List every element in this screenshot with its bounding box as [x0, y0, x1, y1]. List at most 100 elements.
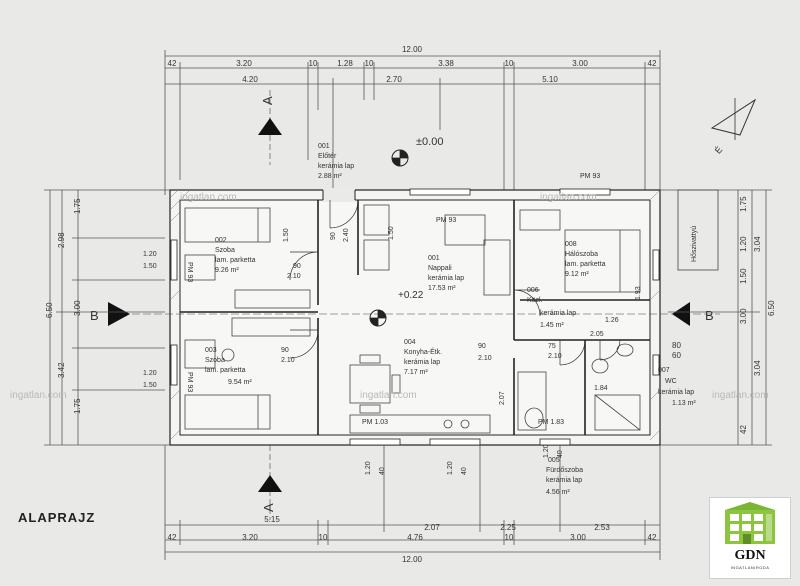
- room-floor: kerámia lap: [428, 275, 464, 282]
- door-dim: 90: [478, 343, 486, 350]
- windows: [170, 188, 660, 446]
- right-dim: 80: [672, 341, 681, 350]
- north-arrow: É: [710, 98, 757, 156]
- company-logo: GDN INGATLANIRODA: [709, 497, 791, 579]
- heat-pump: Hőszivattyú: [677, 189, 719, 271]
- top-dim: 5.10: [542, 75, 558, 84]
- heat-pump-label: Hőszivattyú: [691, 226, 698, 262]
- left-dim: 1.75: [73, 198, 82, 214]
- watermarks: ingatlan.com ingatlan.com ingatlan.com i…: [10, 192, 769, 401]
- room-area: 2.88 m²: [318, 173, 342, 180]
- watermark-text: ingatlan.com: [540, 192, 597, 203]
- door-dim: 75: [548, 343, 556, 350]
- room-001-nappali: 001 Nappali kerámia lap 17.53 m²: [428, 255, 464, 292]
- pm-label: PM 93: [186, 372, 193, 392]
- room-floor: lam. parketta: [205, 367, 246, 374]
- watermark-text: ingatlan.com: [10, 390, 67, 401]
- pm-label: PM 93: [436, 217, 456, 224]
- inner-dim: 1.93: [635, 286, 642, 300]
- door-dim: 2.10: [287, 273, 301, 280]
- door-dim: 2.10: [478, 355, 492, 362]
- furniture: [184, 204, 641, 434]
- room-number: 005: [548, 457, 560, 464]
- window-dim: 40: [461, 467, 468, 475]
- room-name: Hálószoba: [565, 251, 598, 258]
- section-b-right-label: B: [705, 308, 714, 323]
- right-dim: 3.00: [739, 308, 748, 324]
- room-floor: lam. parketta: [215, 257, 256, 264]
- house-logo-icon: [725, 502, 775, 544]
- window-dim: 1.20: [143, 370, 157, 377]
- bottom-dim: 10: [319, 533, 328, 542]
- interior-walls: [180, 200, 650, 435]
- left-dim: 3.42: [57, 362, 66, 378]
- bottom-dim: 42: [648, 533, 657, 542]
- outer-walls: [169, 188, 661, 446]
- room-name: Közl.: [527, 297, 543, 304]
- inner-dim: 1.50: [388, 226, 395, 240]
- right-dim: 1.50: [739, 268, 748, 284]
- window-dim: 1.20: [365, 461, 372, 475]
- room-floor: kerámia lap: [318, 163, 354, 170]
- watermark-text: ingatlan.com: [180, 192, 237, 203]
- room-floor: kerámia lap: [658, 389, 694, 396]
- top-dim: 10: [505, 59, 514, 68]
- section-arrow-icon: [108, 302, 130, 326]
- room-floor: kerámia lap: [546, 477, 582, 484]
- left-dimension-lines: [44, 189, 170, 446]
- section-b-line: B B: [90, 302, 720, 326]
- section-arrow-icon: [672, 302, 690, 326]
- watermark-text: ingatlan.com: [712, 390, 769, 401]
- room-name: WC: [665, 378, 677, 385]
- room-area: 4.56 m²: [546, 489, 570, 496]
- door-dim: 2.10: [281, 357, 295, 364]
- top-total-dim: 12.00: [402, 45, 423, 54]
- window-dim: 40: [379, 467, 386, 475]
- top-dim: 10: [309, 59, 318, 68]
- inner-dim: 2.05: [590, 331, 604, 338]
- room-number: 004: [404, 339, 416, 346]
- room-number: 006: [527, 287, 539, 294]
- bottom-dimension-texts: 5.15 2.07 2.25 2.53 42 3.20 10 4.76 10 3…: [168, 515, 657, 564]
- room-number: 007: [658, 367, 670, 374]
- room-area: 9.54 m²: [228, 379, 252, 386]
- room-floor: kerámia lap: [404, 359, 440, 366]
- room-number: 002: [215, 237, 227, 244]
- room-area: 7.17 m²: [404, 369, 428, 376]
- top-dim: 42: [168, 59, 177, 68]
- room-floor: lam. parketta: [565, 261, 606, 268]
- left-dim: 1.75: [73, 398, 82, 414]
- bottom-dim: 2.07: [424, 523, 440, 532]
- window-dim: 1.50: [143, 382, 157, 389]
- logo-text: GDN: [734, 548, 766, 563]
- room-area: 9.12 m²: [565, 271, 589, 278]
- section-arrow-icon: [258, 118, 282, 135]
- pm-label: PM 1.03: [362, 419, 388, 426]
- left-total-dim: 6.50: [45, 302, 54, 318]
- room-floor: kerámia lap: [540, 310, 576, 317]
- inner-dim: 1.26: [605, 317, 619, 324]
- room-005-furdoszoba: 005 Fürdőszoba kerámia lap 4.56 m²: [546, 457, 583, 496]
- right-dim: 3.04: [753, 360, 762, 376]
- room-labels: 001 Előtér kerámia lap 2.88 m² 002 Szoba…: [205, 143, 696, 496]
- left-dim: 2.98: [57, 232, 66, 248]
- elevation-interior: +0.22: [369, 290, 424, 327]
- door-dim: 90: [330, 232, 337, 240]
- north-arrow-icon: [710, 98, 757, 136]
- room-002-szoba: 002 Szoba lam. parketta 9.26 m²: [215, 237, 256, 274]
- right-dim: 42: [739, 425, 748, 434]
- right-dim: 60: [672, 351, 681, 360]
- section-b-left-label: B: [90, 308, 99, 323]
- room-number: 008: [565, 241, 577, 248]
- door-dim: 2.10: [548, 353, 562, 360]
- section-arrow-icon: [258, 475, 282, 492]
- top-dim: 3.00: [572, 59, 588, 68]
- right-total-dim: 6.50: [767, 300, 776, 316]
- top-dim: 4.20: [242, 75, 258, 84]
- bottom-total-dim: 12.00: [402, 555, 423, 564]
- pm-label: PM 1.83: [538, 419, 564, 426]
- room-number: 003: [205, 347, 217, 354]
- watermark-text: ingatlan.com: [360, 390, 417, 401]
- right-dim: 1.20: [739, 236, 748, 252]
- room-003-szoba: 003 Szoba lam. parketta 9.54 m²: [205, 347, 252, 386]
